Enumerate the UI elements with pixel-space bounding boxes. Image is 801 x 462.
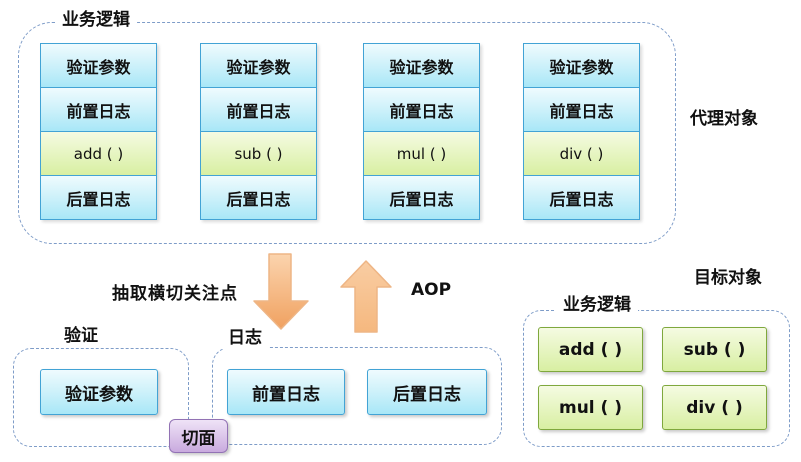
target-method-sub: sub ( ) <box>662 327 767 372</box>
cell-post-log: 后置日志 <box>40 175 157 220</box>
cell-pre-log: 前置日志 <box>523 87 640 132</box>
proxy-side-label: 代理对象 <box>690 109 758 129</box>
cell-post-log: 后置日志 <box>363 175 480 220</box>
method-column-div: 验证参数 前置日志 div ( ) 后置日志 <box>523 43 640 220</box>
cell-pre-log: 前置日志 <box>363 87 480 132</box>
validation-container <box>13 348 189 447</box>
validation-title: 验证 <box>57 326 105 347</box>
cell-pre-log: 前置日志 <box>200 87 317 132</box>
target-container <box>523 310 790 447</box>
cell-validate-params: 验证参数 <box>40 43 157 88</box>
method-column-add: 验证参数 前置日志 add ( ) 后置日志 <box>40 43 157 220</box>
cell-post-log: 后置日志 <box>523 175 640 220</box>
cell-method-add: add ( ) <box>40 131 157 176</box>
target-title: 业务逻辑 <box>556 295 638 316</box>
post-log-box: 后置日志 <box>367 369 487 415</box>
cell-method-sub: sub ( ) <box>200 131 317 176</box>
log-container <box>212 347 502 445</box>
cell-method-div: div ( ) <box>523 131 640 176</box>
cell-validate-params: 验证参数 <box>200 43 317 88</box>
target-method-mul: mul ( ) <box>538 385 643 430</box>
target-method-div: div ( ) <box>662 385 767 430</box>
pre-log-box: 前置日志 <box>227 369 345 415</box>
proxy-title: 业务逻辑 <box>55 10 137 31</box>
validate-params-box: 验证参数 <box>40 369 158 415</box>
cell-post-log: 后置日志 <box>200 175 317 220</box>
cell-validate-params: 验证参数 <box>363 43 480 88</box>
cell-pre-log: 前置日志 <box>40 87 157 132</box>
log-title: 日志 <box>221 328 269 349</box>
method-column-mul: 验证参数 前置日志 mul ( ) 后置日志 <box>363 43 480 220</box>
aspect-box: 切面 <box>169 419 228 453</box>
target-side-label: 目标对象 <box>694 268 762 288</box>
cell-validate-params: 验证参数 <box>523 43 640 88</box>
proxy-container <box>18 22 676 244</box>
up-arrow-icon <box>340 260 392 333</box>
extract-crosscut-label: 抽取横切关注点 <box>112 284 238 304</box>
aop-label: AOP <box>411 280 452 300</box>
target-method-add: add ( ) <box>538 327 643 372</box>
method-column-sub: 验证参数 前置日志 sub ( ) 后置日志 <box>200 43 317 220</box>
cell-method-mul: mul ( ) <box>363 131 480 176</box>
down-arrow-icon <box>253 253 309 330</box>
